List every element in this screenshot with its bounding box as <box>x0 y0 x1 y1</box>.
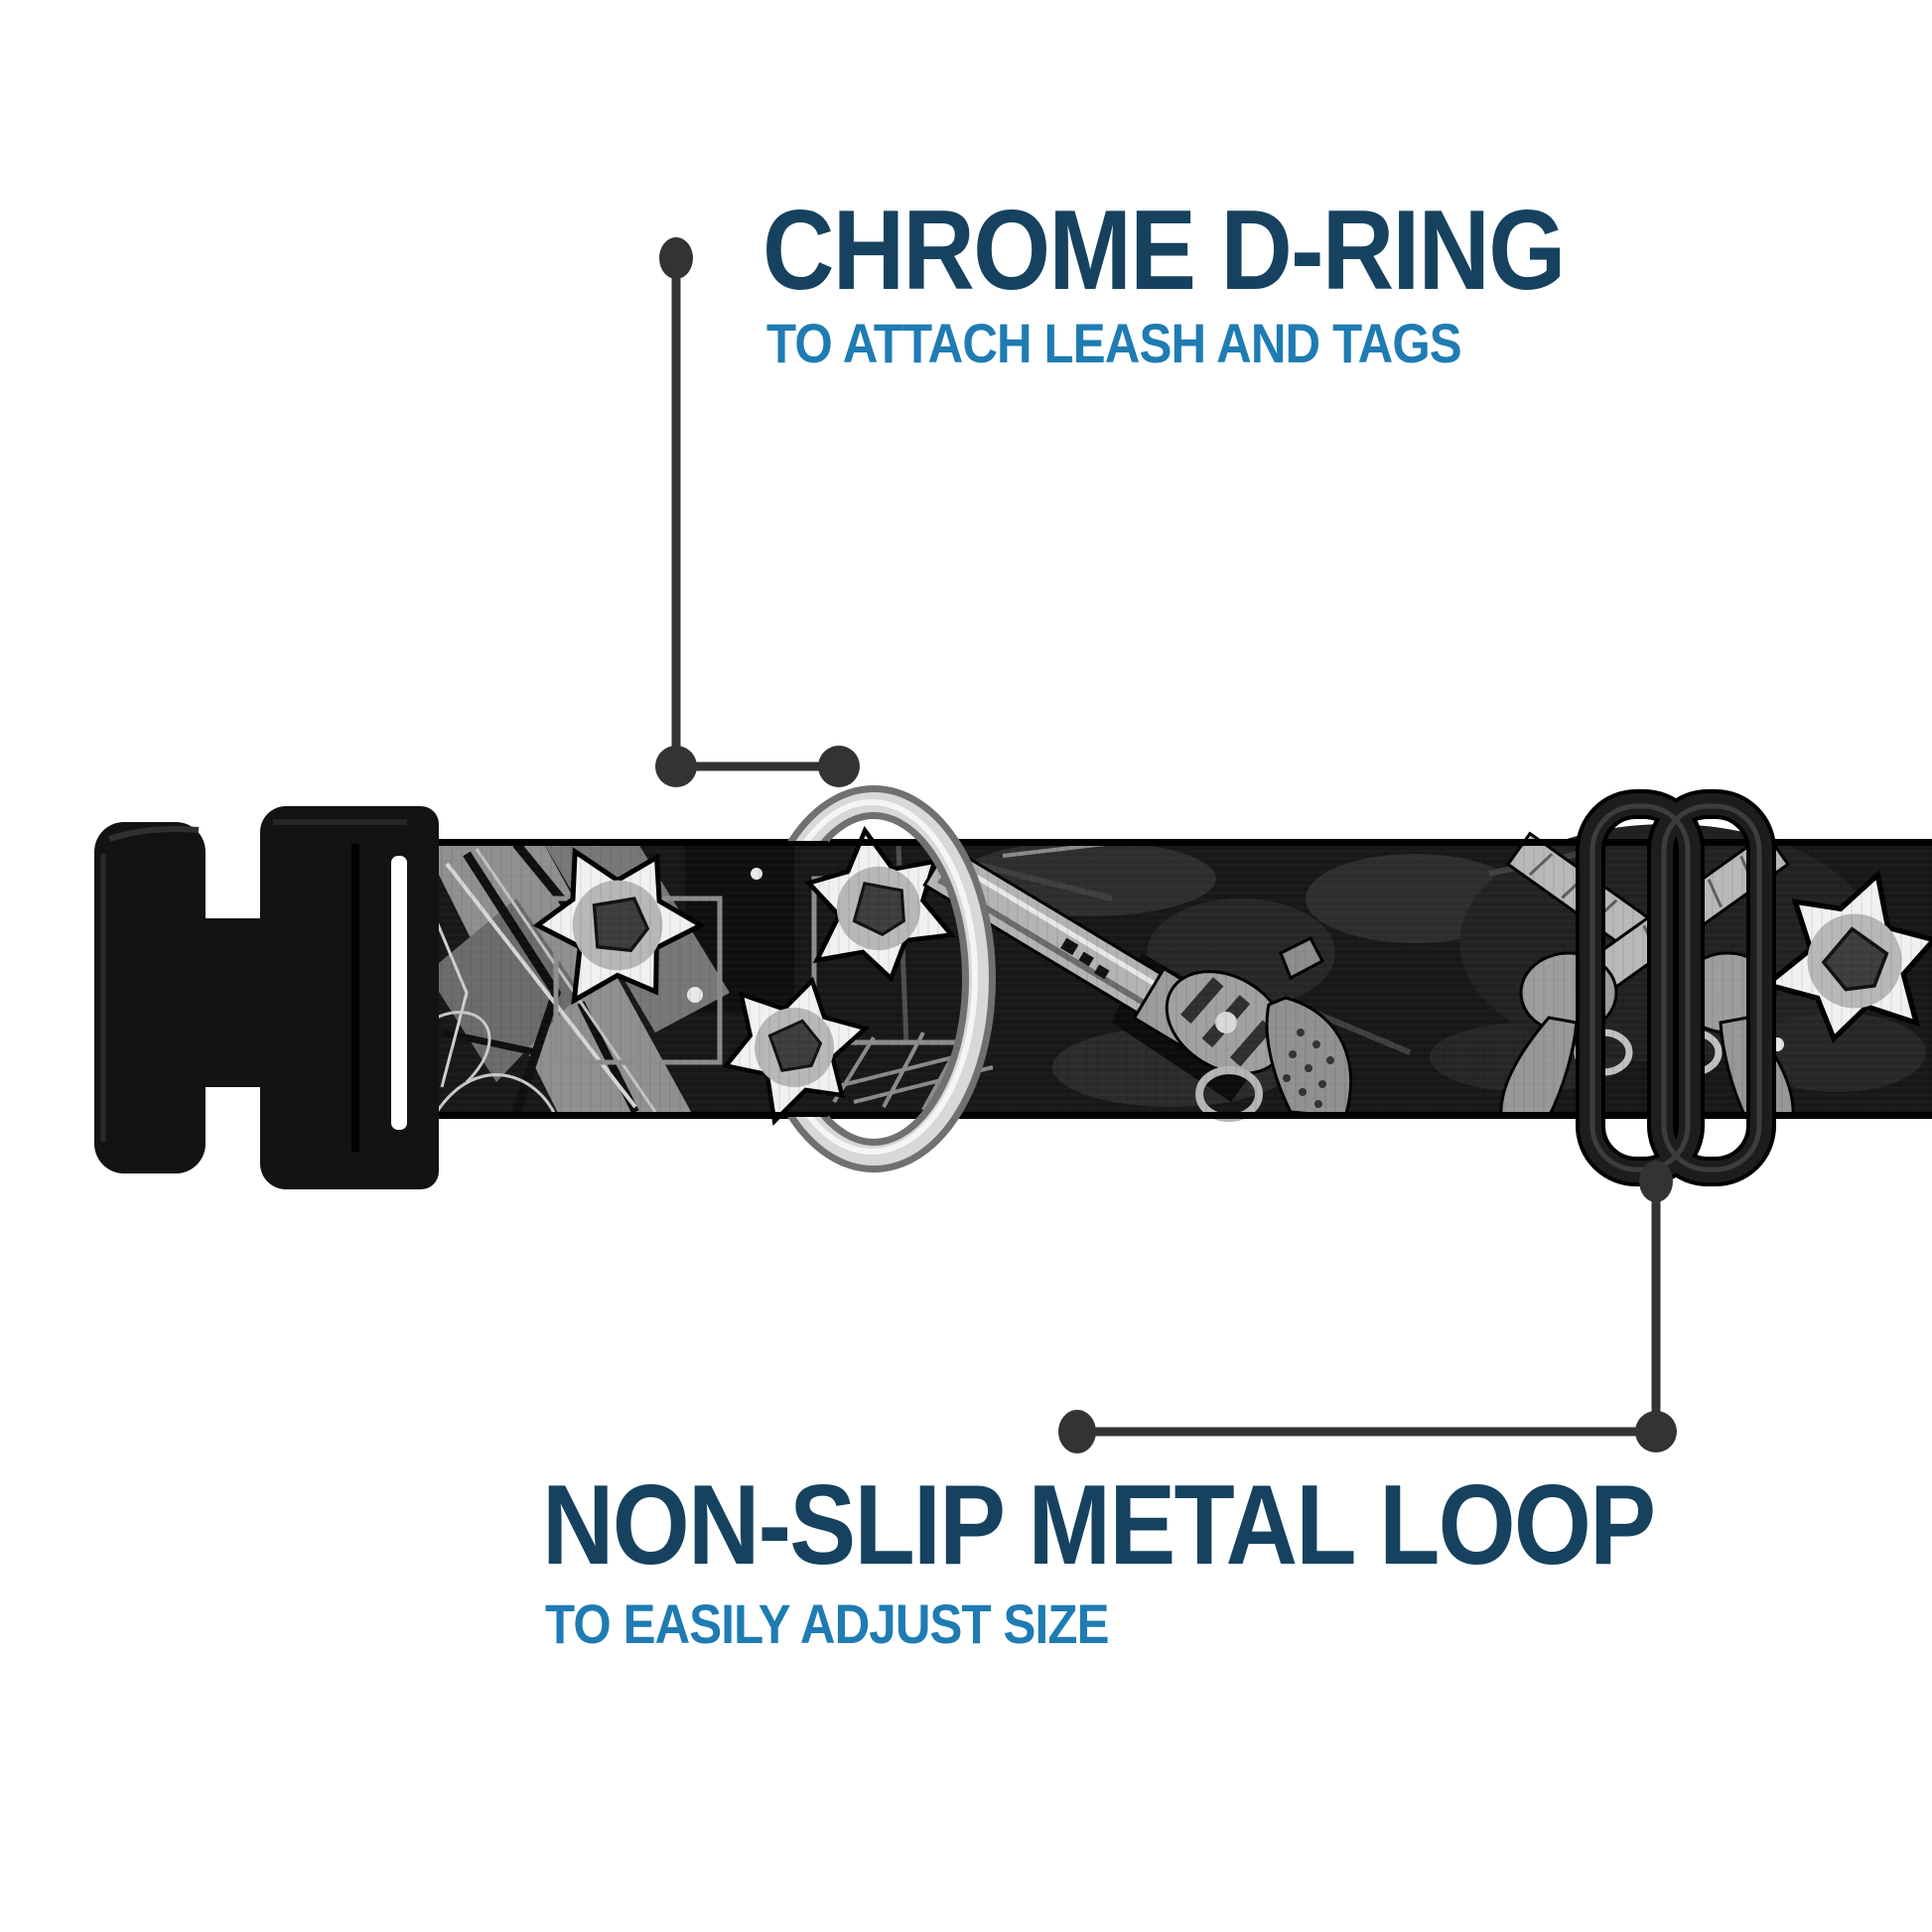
metal-slide-loop <box>1576 789 1776 1186</box>
webbing-bottom-edge <box>411 1112 1932 1119</box>
dring-callout-subtitle: TO ATTACH LEASH AND TAGS <box>766 312 1462 374</box>
callout-top <box>655 237 860 787</box>
webbing-top-edge <box>411 839 1932 846</box>
buckle-slot-gap <box>391 856 407 1130</box>
loop-callout-subtitle: TO EASILY ADJUST SIZE <box>545 1592 1109 1655</box>
loop-callout-title: NON-SLIP METAL LOOP <box>542 1462 1656 1588</box>
callout-dot <box>1058 1410 1096 1453</box>
side-release-buckle <box>94 806 439 1189</box>
dring-callout-title: CHROME D-RING <box>762 188 1566 314</box>
callout-bottom <box>1058 1161 1677 1453</box>
callout-dot <box>818 746 860 787</box>
